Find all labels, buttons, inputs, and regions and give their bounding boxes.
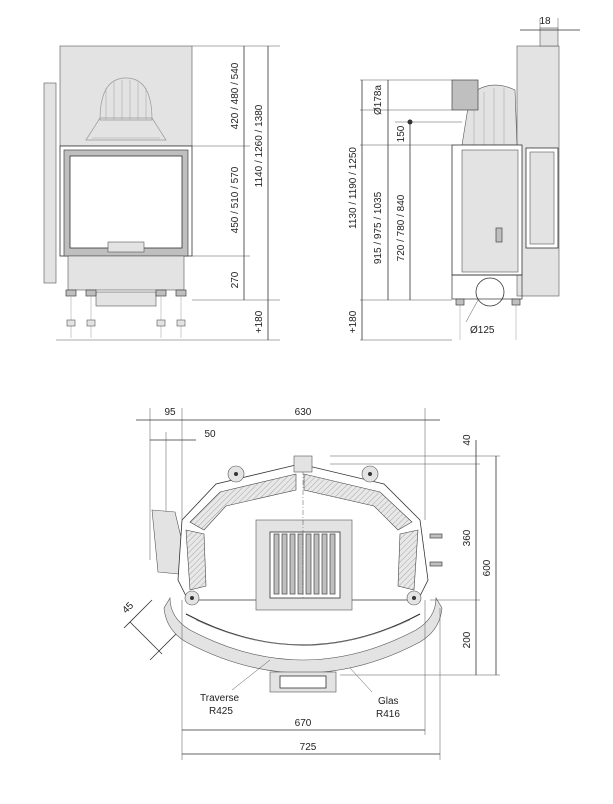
front-view: 420 / 480 / 540 450 / 510 / 570 270 1140… <box>43 45 280 341</box>
plan-grate-bars <box>273 533 336 595</box>
plan-dim-50: 50 <box>204 429 216 440</box>
side-dim-180: +180 <box>348 310 359 333</box>
label-traverse: Traverse <box>200 693 240 704</box>
label-r416: R416 <box>376 709 400 720</box>
plan-glass-frame <box>163 596 443 674</box>
label-r425: R425 <box>209 706 233 717</box>
side-air-inlet <box>475 277 505 307</box>
label-glas: Glas <box>378 696 399 707</box>
front-glass <box>69 155 183 249</box>
plan-dim-45: 45 <box>120 600 136 616</box>
plan-dim-630: 630 <box>295 407 312 418</box>
side-dim-178: Ø178a <box>373 85 384 115</box>
front-dim-450: 450 / 510 / 570 <box>230 166 241 233</box>
plan-dim-725: 725 <box>300 742 317 753</box>
plan-dim-600: 600 <box>482 559 493 576</box>
front-base <box>67 255 185 291</box>
side-flue-collar <box>451 79 479 111</box>
front-dim-420: 420 / 480 / 540 <box>230 62 241 129</box>
side-dim-915: 915 / 975 / 1035 <box>373 191 384 264</box>
side-dim-18: 18 <box>539 16 551 27</box>
front-dim-1140: 1140 / 1260 / 1380 <box>254 104 265 187</box>
front-dim-270: 270 <box>230 271 241 288</box>
front-handle <box>107 241 145 253</box>
front-dim-180: +180 <box>254 310 265 333</box>
front-feet <box>65 289 187 338</box>
side-dim-720: 720 / 780 / 840 <box>396 194 407 261</box>
plan-glass-arc <box>185 613 421 646</box>
side-dim-150: 150 <box>396 125 407 142</box>
front-dome <box>85 77 167 141</box>
plan-dim-95: 95 <box>164 407 176 418</box>
side-dim-1130: 1130 / 1190 / 1250 <box>348 147 359 229</box>
side-view: 18 Ø178a 915 / 975 / 1035 72 <box>348 16 580 341</box>
plan-dim-670: 670 <box>295 718 312 729</box>
plan-dim-360: 360 <box>462 529 473 546</box>
plan-dim-40: 40 <box>462 434 473 446</box>
front-hood <box>59 45 193 147</box>
plan-dim-200: 200 <box>462 631 473 648</box>
plan-view: 95 630 50 <box>120 407 500 760</box>
side-dim-125: Ø125 <box>470 325 495 336</box>
